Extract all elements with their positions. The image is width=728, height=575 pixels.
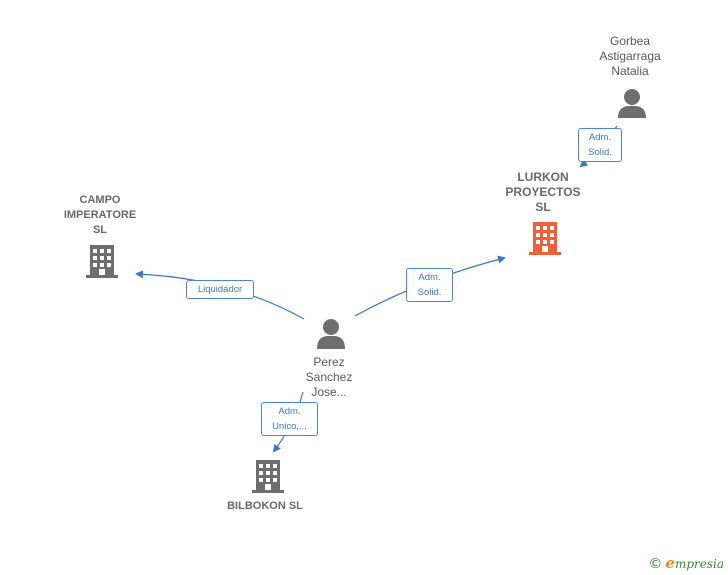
building-icon bbox=[86, 245, 118, 278]
person-icon bbox=[317, 319, 345, 349]
node-label-campo-imperatore[interactable]: CAMPO IMPERATORE SL bbox=[63, 194, 137, 236]
brand-name: mpresia bbox=[674, 557, 724, 571]
edge-label-adm-unico: Adm. Unico,... bbox=[261, 402, 318, 436]
person-icon bbox=[618, 89, 646, 118]
building-icon bbox=[252, 460, 284, 493]
node-label-gorbea-astigarraga[interactable]: Gorbea Astigarraga Natalia bbox=[599, 34, 661, 78]
copyright-symbol: © bbox=[648, 556, 663, 572]
node-label-bilbokon[interactable]: BILBOKON SL bbox=[227, 500, 303, 512]
edge-label-adm-solid-gorbea: Adm. Solid. bbox=[578, 128, 622, 162]
edge-label-liquidador: Liquidador bbox=[186, 280, 254, 299]
brand-initial: e bbox=[665, 554, 675, 572]
building-icon-highlight bbox=[529, 222, 561, 255]
node-label-lurkon-proyectos[interactable]: LURKON PROYECTOS SL bbox=[505, 170, 581, 214]
node-label-perez-sanchez[interactable]: Perez Sanchez Jose... bbox=[305, 355, 353, 399]
brand-watermark: ©empresia bbox=[648, 554, 724, 572]
edge-label-adm-solid-lurkon: Adm. Solid. bbox=[406, 268, 453, 302]
